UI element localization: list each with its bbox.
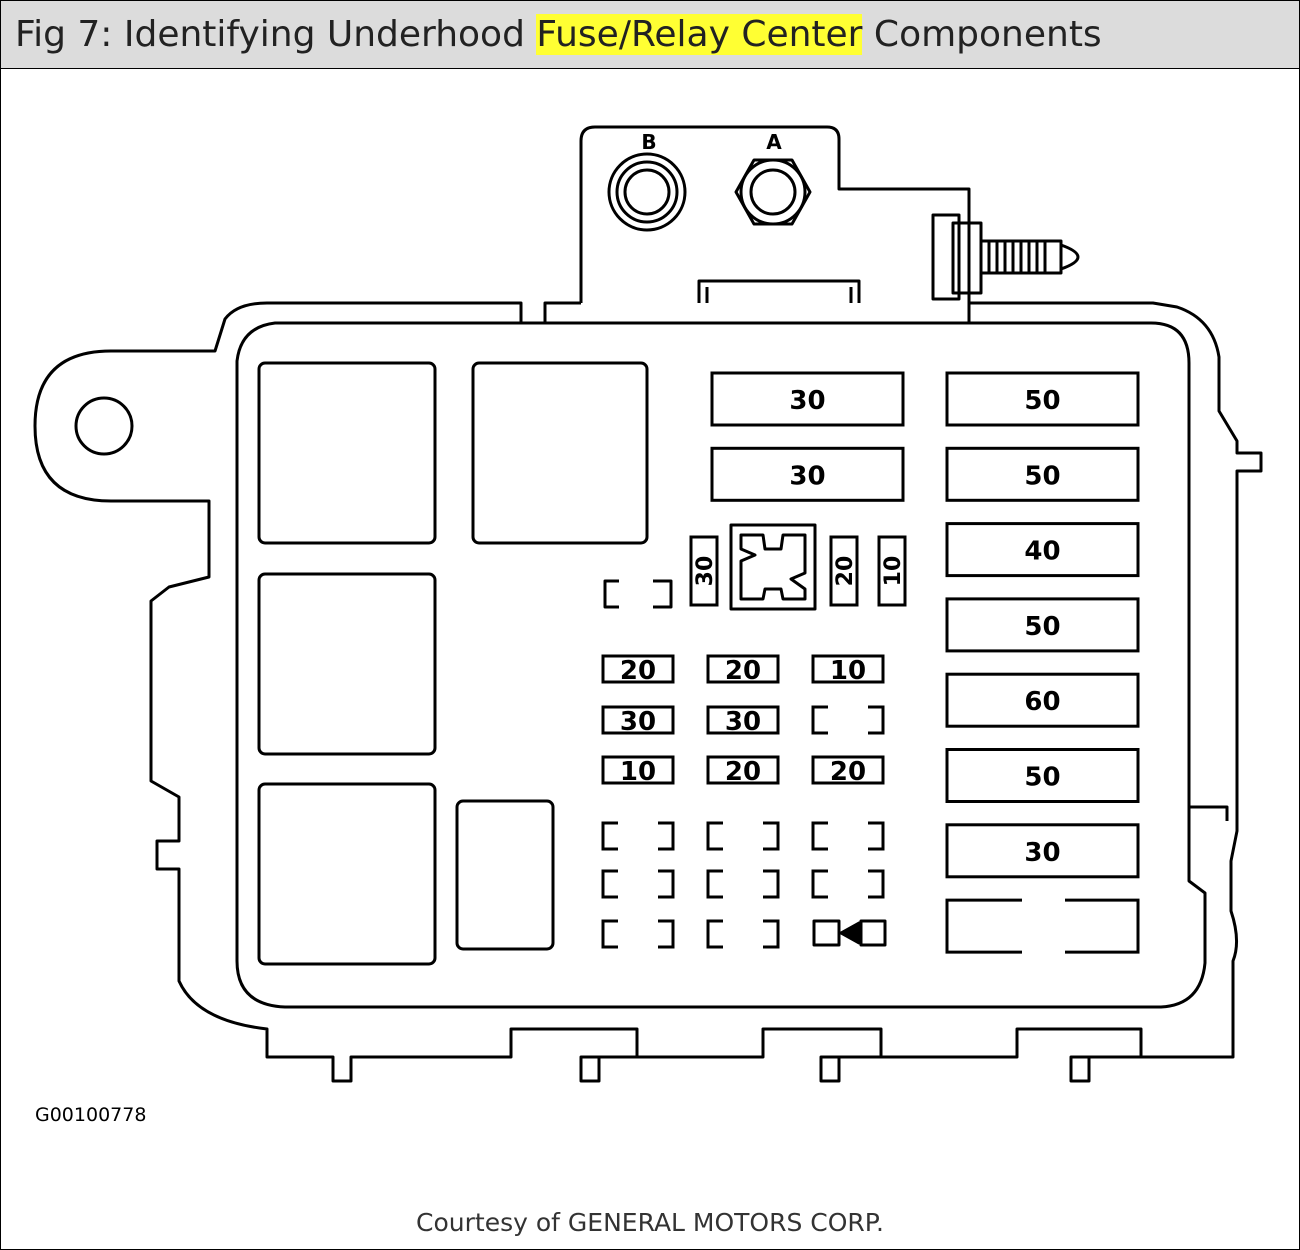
large-fuse-label: 50	[1024, 763, 1060, 793]
relay-4	[257, 782, 437, 966]
vertical-fuse-group: 30 20 10	[689, 535, 907, 607]
terminal-a-nut	[734, 158, 812, 226]
mini-fuse-empty-slot	[706, 821, 780, 851]
large-fuse-label: 50	[1024, 386, 1060, 416]
terminal-bracket	[579, 125, 971, 303]
vertical-fuse	[829, 535, 859, 607]
mini-fuse-grid: 20 20 10 30 30 10 20 20	[601, 654, 885, 949]
relay-5	[455, 799, 555, 951]
center-module	[729, 523, 817, 611]
mini-fuse-label: 10	[620, 757, 656, 787]
large-fuse-label: 30	[789, 386, 825, 416]
vertical-fuse	[689, 535, 719, 607]
mini-fuse	[706, 705, 780, 735]
figure-title: Fig 7: Identifying Underhood Fuse/Relay …	[1, 1, 1299, 69]
vertical-fuse-label: 20	[833, 556, 858, 587]
large-fuse-label: 50	[1024, 612, 1060, 642]
diode-arrow	[839, 921, 861, 945]
housing-inner	[235, 321, 1207, 1009]
large-fuse	[945, 522, 1140, 578]
mini-fuse-label: 10	[830, 656, 866, 686]
large-fuse	[945, 823, 1140, 879]
terminal-b-label: B	[641, 130, 656, 154]
courtesy-credit: Courtesy of GENERAL MOTORS CORP.	[416, 1208, 884, 1237]
large-fuse-label: 60	[1024, 687, 1060, 717]
empty-slot	[603, 579, 673, 609]
vertical-fuse-label: 30	[693, 556, 718, 587]
large-fuse	[710, 371, 905, 427]
terminal-b-stud	[607, 152, 687, 232]
mini-fuse-empty-slot	[601, 919, 675, 949]
terminal-a-label: A	[766, 130, 782, 154]
mini-fuse-label: 30	[725, 707, 761, 737]
mini-fuse-empty-slot	[601, 869, 675, 899]
mini-fuse-empty-slot	[706, 919, 780, 949]
large-fuse-label: 40	[1024, 537, 1060, 567]
mini-fuse	[706, 755, 780, 785]
large-fuse-empty	[945, 898, 1140, 954]
large-fuse	[945, 446, 1140, 502]
mini-fuse	[601, 705, 675, 735]
relay-2	[471, 361, 649, 545]
large-fuse-label: 30	[1024, 838, 1060, 868]
mini-fuse	[601, 755, 675, 785]
mini-fuse-empty-slot	[811, 705, 885, 735]
diode-slot	[812, 919, 887, 947]
title-highlight: Fuse/Relay Center	[536, 14, 863, 55]
large-fuse	[945, 748, 1140, 803]
mini-fuse	[601, 654, 675, 684]
vertical-fuse	[877, 535, 907, 607]
mini-fuse-empty-slot	[811, 869, 885, 899]
housing-outer	[33, 301, 1263, 1083]
mini-fuse-label: 30	[620, 707, 656, 737]
large-fuse	[710, 446, 905, 502]
bracket-base-left	[521, 301, 581, 325]
relay-1	[257, 361, 437, 545]
mini-fuse-label: 20	[725, 757, 761, 787]
mini-fuse-empty-slot	[601, 821, 675, 851]
title-suffix: Components	[862, 14, 1102, 55]
large-fuse-column-group: 30 30 50 50 40 50 60 50 30	[710, 371, 1140, 954]
mini-fuse-label: 20	[620, 656, 656, 686]
mini-fuse-empty-slot	[811, 821, 885, 851]
large-fuse	[945, 672, 1140, 728]
bolt-head	[931, 213, 961, 301]
relay-3	[257, 572, 437, 756]
bracket-tab	[697, 279, 861, 303]
large-fuse-label: 50	[1024, 461, 1060, 491]
vertical-fuse-label: 10	[881, 556, 906, 587]
title-prefix: Fig 7: Identifying Underhood	[15, 14, 537, 55]
mini-fuse	[811, 654, 885, 684]
large-fuse	[945, 597, 1140, 653]
large-fuse-label: 30	[789, 461, 825, 491]
mini-fuse	[811, 755, 885, 785]
large-fuse	[945, 371, 1140, 427]
mini-fuse-empty-slot	[706, 869, 780, 899]
mini-fuse-label: 20	[830, 757, 866, 787]
figure-id: G00100778	[35, 1104, 147, 1126]
mounting-hole	[74, 396, 134, 456]
mini-fuse	[706, 654, 780, 684]
mini-fuse-label: 20	[725, 656, 761, 686]
